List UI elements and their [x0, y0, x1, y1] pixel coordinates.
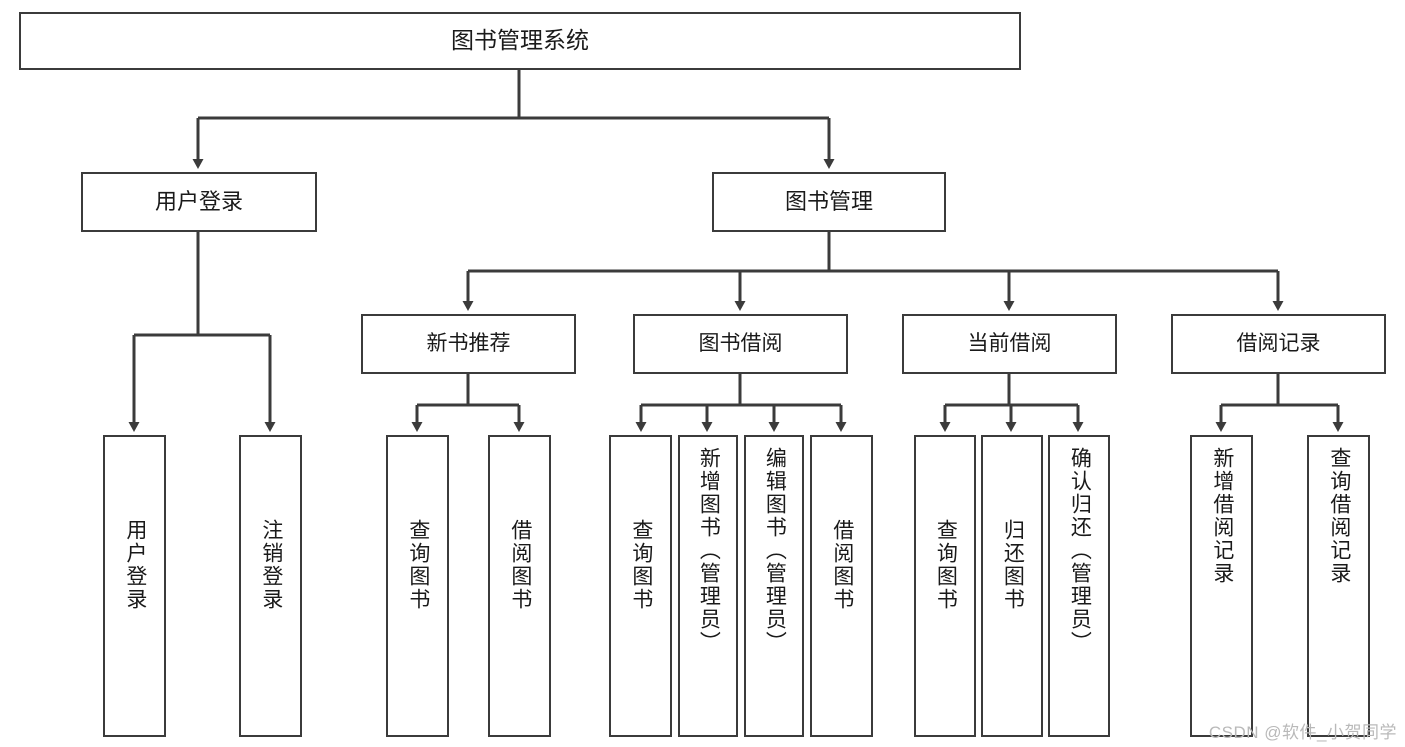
node-user-login[interactable]: 用户登录 — [81, 172, 317, 232]
node-label: 查询图书 — [629, 519, 653, 611]
leaf-borrow-record-query[interactable]: 查询借阅记录 — [1307, 435, 1370, 737]
node-label: 借阅记录 — [1236, 331, 1321, 355]
node-label: 归还图书 — [1001, 519, 1025, 611]
node-borrow-record[interactable]: 借阅记录 — [1171, 314, 1386, 374]
node-label: 确认归还（管理员） — [1068, 447, 1092, 654]
node-new-book-recommend[interactable]: 新书推荐 — [361, 314, 576, 374]
leaf-new-book-query[interactable]: 查询图书 — [386, 435, 449, 737]
leaf-book-borrow-query[interactable]: 查询图书 — [609, 435, 672, 737]
node-label: 图书管理系统 — [451, 27, 589, 54]
node-label: 查询借阅记录 — [1327, 447, 1351, 585]
leaf-borrow-record-add[interactable]: 新增借阅记录 — [1190, 435, 1253, 737]
node-label: 图书借阅 — [698, 331, 783, 355]
leaf-current-borrow-return[interactable]: 归还图书 — [981, 435, 1043, 737]
node-label: 用户登录 — [154, 189, 243, 215]
node-label: 图书管理 — [784, 189, 873, 215]
node-label: 用户登录 — [123, 519, 147, 611]
node-book-borrow[interactable]: 图书借阅 — [633, 314, 848, 374]
node-label: 当前借阅 — [967, 331, 1052, 355]
leaf-current-borrow-confirm-return[interactable]: 确认归还（管理员） — [1048, 435, 1110, 737]
node-label: 借阅图书 — [508, 519, 532, 611]
node-label: 新书推荐 — [426, 331, 511, 355]
leaf-new-book-borrow[interactable]: 借阅图书 — [488, 435, 551, 737]
leaf-user-login-logout[interactable]: 注销登录 — [239, 435, 302, 737]
node-label: 查询图书 — [934, 519, 958, 611]
node-label: 新增借阅记录 — [1210, 447, 1234, 585]
leaf-user-login-login[interactable]: 用户登录 — [103, 435, 166, 737]
node-label: 注销登录 — [259, 519, 283, 611]
node-current-borrow[interactable]: 当前借阅 — [902, 314, 1117, 374]
leaf-book-borrow-add[interactable]: 新增图书（管理员） — [678, 435, 738, 737]
node-label: 新增图书（管理员） — [697, 447, 721, 654]
leaf-book-borrow-edit[interactable]: 编辑图书（管理员） — [744, 435, 804, 737]
node-label: 编辑图书（管理员） — [763, 447, 787, 654]
node-root-system[interactable]: 图书管理系统 — [19, 12, 1021, 70]
leaf-current-borrow-query[interactable]: 查询图书 — [914, 435, 976, 737]
csdn-watermark: CSDN @软件_小贺同学 — [1208, 723, 1397, 742]
node-label: 查询图书 — [406, 519, 430, 611]
node-book-management[interactable]: 图书管理 — [712, 172, 946, 232]
node-label: 借阅图书 — [830, 519, 854, 611]
leaf-book-borrow-borrow[interactable]: 借阅图书 — [810, 435, 873, 737]
